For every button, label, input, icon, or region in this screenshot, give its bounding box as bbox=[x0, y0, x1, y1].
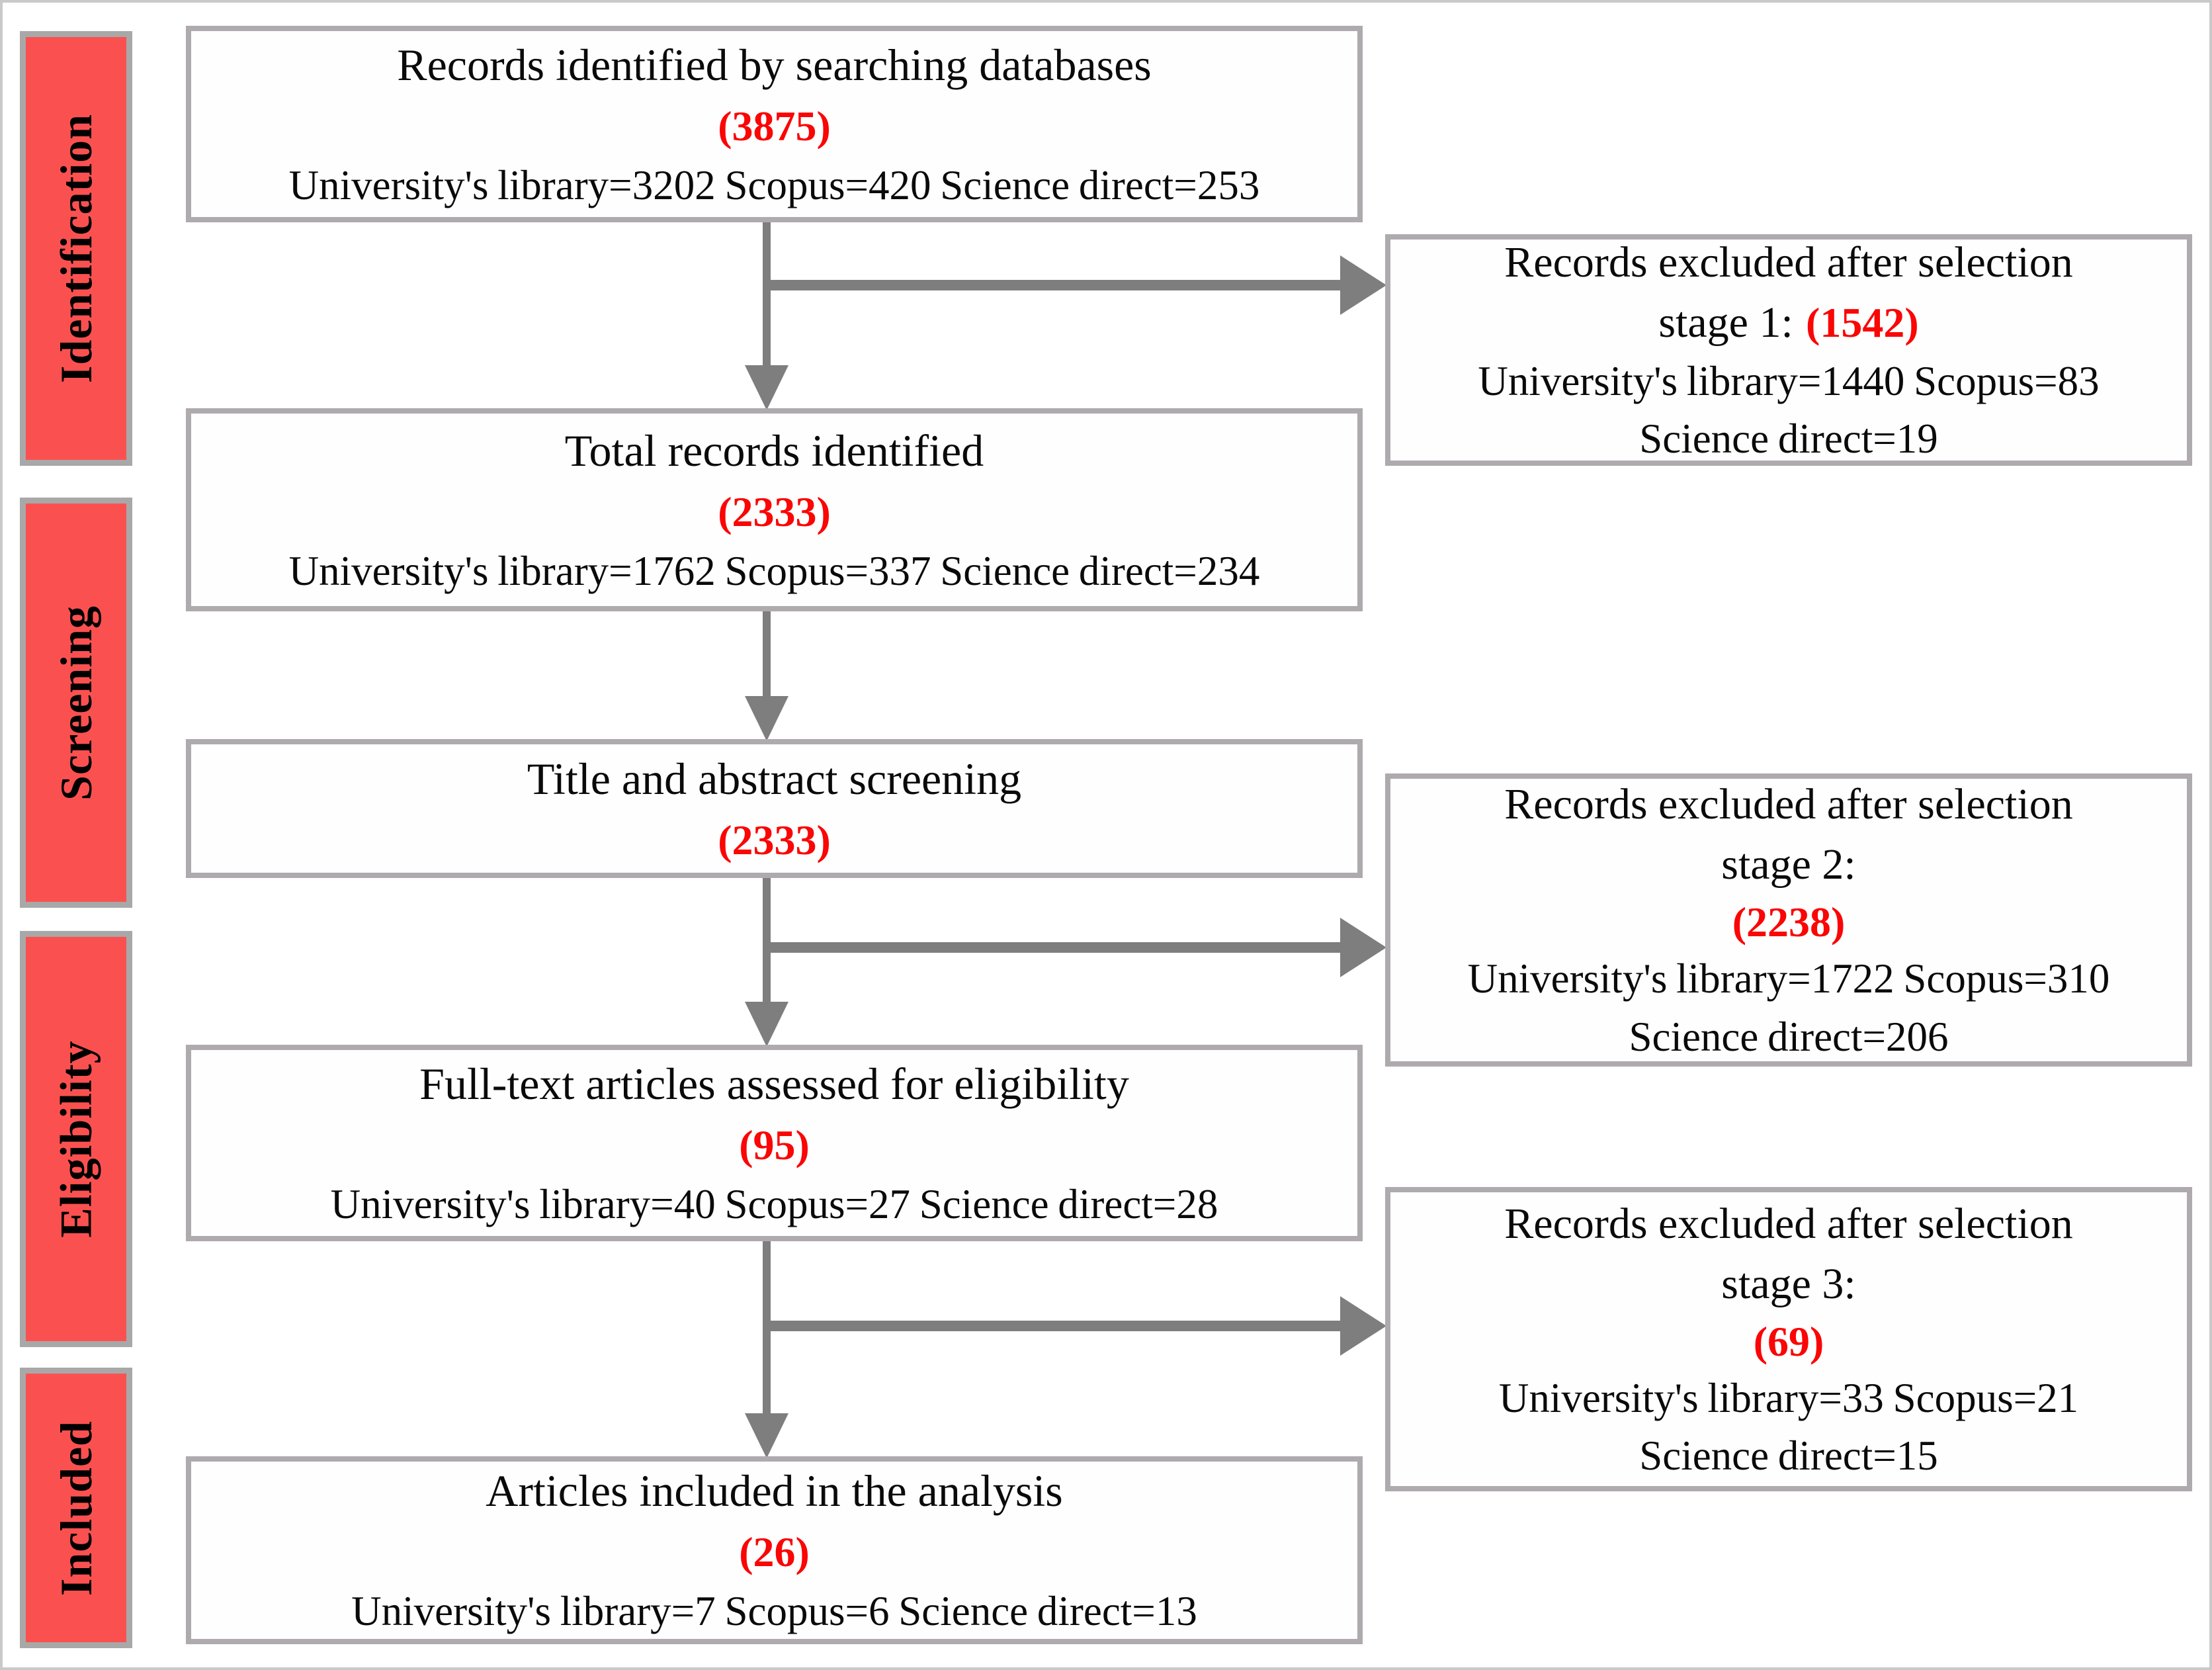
flow-box-records-identified: Records identified by searching database… bbox=[186, 26, 1363, 222]
box-detail: University's library=7 Scopus=6 Science … bbox=[351, 1588, 1197, 1635]
flow-box-fulltext-assessed: Full-text articles assessed for eligibil… bbox=[186, 1045, 1363, 1241]
box-title: Title and abstract screening bbox=[527, 753, 1022, 804]
exclusion-box-stage1: Records excluded after selection stage 1… bbox=[1385, 234, 2192, 466]
box-count: (2333) bbox=[718, 816, 831, 863]
box-title: Records identified by searching database… bbox=[397, 39, 1152, 90]
box-title: Total records identified bbox=[564, 425, 984, 476]
stage-label-text: Eligibility bbox=[50, 1040, 101, 1238]
arrowhead-eligibility-down bbox=[745, 1002, 788, 1047]
exclusion-stage-line: stage 1: (1542) bbox=[1658, 294, 1918, 351]
stage-label-text: Included bbox=[50, 1420, 101, 1596]
box-title: Articles included in the analysis bbox=[486, 1466, 1063, 1516]
exclusion-stage-line: stage 3: bbox=[1721, 1259, 1856, 1308]
stage-text: stage 1: bbox=[1658, 298, 1793, 347]
arrowhead-stage2 bbox=[1340, 918, 1386, 977]
exclusion-detail: Science direct=15 bbox=[1639, 1432, 1938, 1479]
arrowhead-included-down bbox=[745, 1413, 788, 1458]
stage-label-text: Identification bbox=[50, 114, 101, 383]
box-detail: University's library=3202 Scopus=420 Sci… bbox=[288, 161, 1260, 208]
flow-box-total-records: Total records identified (2333) Universi… bbox=[186, 408, 1363, 611]
exclusion-detail: University's library=1722 Scopus=310 bbox=[1467, 955, 2110, 1002]
box-count: (3875) bbox=[718, 102, 831, 150]
stage-label-included: Included bbox=[20, 1368, 132, 1648]
arrowhead-screening-down bbox=[745, 696, 788, 741]
stage-label-screening: Screening bbox=[20, 498, 132, 908]
arrowhead-identification-down bbox=[745, 365, 788, 410]
exclusion-detail: University's library=33 Scopus=21 bbox=[1498, 1374, 2079, 1421]
box-title: Full-text articles assessed for eligibil… bbox=[419, 1058, 1129, 1109]
stage-label-identification: Identification bbox=[20, 31, 132, 466]
box-count: (26) bbox=[739, 1528, 810, 1576]
flow-box-title-abstract-screening: Title and abstract screening (2333) bbox=[186, 739, 1363, 878]
exclusion-box-stage2: Records excluded after selection stage 2… bbox=[1385, 773, 2192, 1067]
exclusion-count: (2238) bbox=[1732, 899, 1846, 946]
exclusion-detail: Science direct=19 bbox=[1639, 416, 1938, 462]
exclusion-detail: University's library=1440 Scopus=83 bbox=[1478, 357, 2100, 404]
exclusion-detail: Science direct=206 bbox=[1629, 1013, 1949, 1060]
box-count: (2333) bbox=[718, 488, 831, 535]
box-detail: University's library=1762 Scopus=337 Sci… bbox=[288, 547, 1260, 594]
exclusion-count: (69) bbox=[1753, 1317, 1824, 1365]
box-detail: University's library=40 Scopus=27 Scienc… bbox=[330, 1180, 1218, 1227]
flow-arrows bbox=[745, 222, 1386, 1458]
exclusion-count: (1542) bbox=[1806, 298, 1919, 346]
exclusion-title: Records excluded after selection bbox=[1504, 1199, 2073, 1248]
box-count: (95) bbox=[739, 1121, 810, 1168]
exclusion-title: Records excluded after selection bbox=[1504, 780, 2073, 829]
stage-label-text: Screening bbox=[50, 605, 101, 801]
flow-box-articles-included: Articles included in the analysis (26) U… bbox=[186, 1456, 1363, 1644]
exclusion-box-stage3: Records excluded after selection stage 3… bbox=[1385, 1187, 2192, 1491]
arrowhead-stage1 bbox=[1340, 255, 1386, 315]
arrowhead-stage3 bbox=[1340, 1296, 1386, 1356]
exclusion-title: Records excluded after selection bbox=[1504, 238, 2073, 286]
stage-label-eligibility: Eligibility bbox=[20, 931, 132, 1347]
exclusion-stage-line: stage 2: bbox=[1721, 840, 1856, 889]
